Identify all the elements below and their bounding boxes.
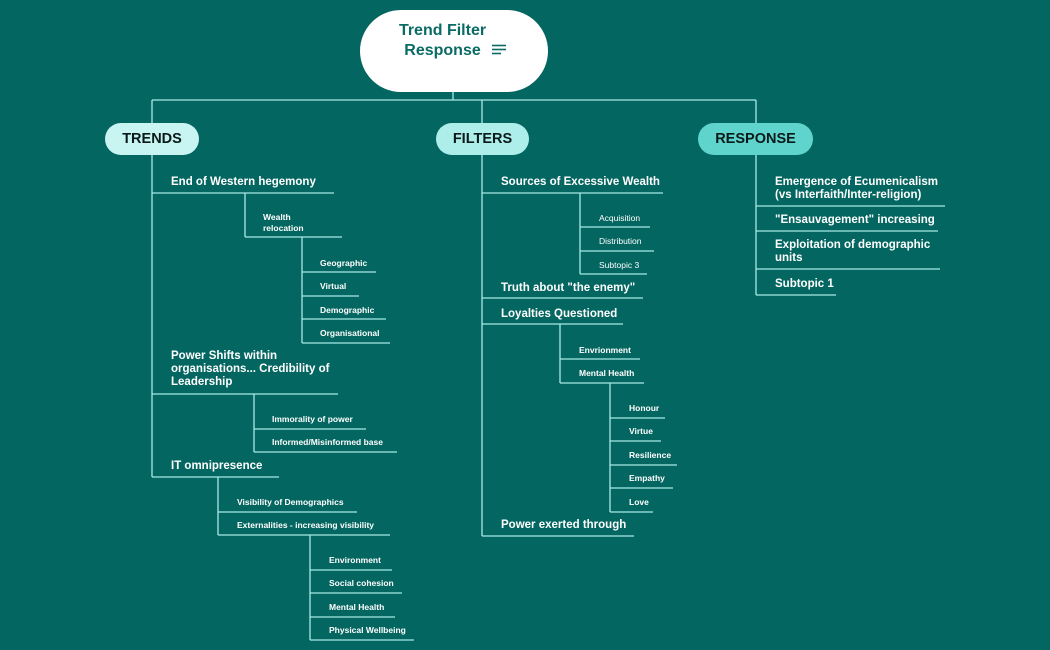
node-organisational[interactable]: Organisational xyxy=(320,328,380,338)
node-mental-health-filters[interactable]: Mental Health xyxy=(579,368,635,378)
node-ecumenicalism[interactable]: Emergence of Ecumenicalism (vs Interfait… xyxy=(775,176,938,201)
branch-trends[interactable]: TRENDS xyxy=(105,123,199,155)
root-title: Trend Filter Response xyxy=(398,22,487,59)
root-node[interactable]: Trend Filter Response xyxy=(360,10,548,92)
branch-response[interactable]: RESPONSE xyxy=(698,123,813,155)
node-immorality-of-power[interactable]: Immorality of power xyxy=(272,414,353,424)
node-geographic[interactable]: Geographic xyxy=(320,258,368,268)
menu-lines-icon[interactable] xyxy=(492,44,506,56)
node-ensauvagement[interactable]: "Ensauvagement" increasing xyxy=(775,214,935,226)
node-informed-base[interactable]: Informed/Misinformed base xyxy=(272,437,383,447)
branch-filters[interactable]: FILTERS xyxy=(436,123,529,155)
node-end-western-hegemony[interactable]: End of Western hegemony xyxy=(171,176,316,188)
node-demographic[interactable]: Demographic xyxy=(320,305,375,315)
node-power-exerted[interactable]: Power exerted through xyxy=(501,519,627,531)
node-social-cohesion[interactable]: Social cohesion xyxy=(329,578,394,588)
node-sources-excessive-wealth[interactable]: Sources of Excessive Wealth xyxy=(501,176,660,188)
node-honour[interactable]: Honour xyxy=(629,403,660,413)
node-exploitation[interactable]: Exploitation of demographic units xyxy=(775,239,931,264)
node-subtopic-1[interactable]: Subtopic 1 xyxy=(775,278,834,290)
node-mental-health-trends[interactable]: Mental Health xyxy=(329,602,385,612)
node-resilience[interactable]: Resilience xyxy=(629,450,672,460)
node-envrionment[interactable]: Envrionment xyxy=(579,345,631,355)
node-visibility-demographics[interactable]: Visibility of Demographics xyxy=(237,497,344,507)
node-environment[interactable]: Environment xyxy=(329,555,381,565)
node-power-shifts[interactable]: Power Shifts within organisations... Cre… xyxy=(171,350,330,388)
node-acquisition[interactable]: Acquisition xyxy=(599,213,641,223)
node-subtopic-3[interactable]: Subtopic 3 xyxy=(599,260,640,270)
node-truth-enemy[interactable]: Truth about "the enemy" xyxy=(501,282,636,294)
node-physical-wellbeing[interactable]: Physical Wellbeing xyxy=(329,625,406,635)
node-distribution[interactable]: Distribution xyxy=(599,236,642,246)
node-virtue[interactable]: Virtue xyxy=(629,426,653,436)
node-virtual[interactable]: Virtual xyxy=(320,281,347,291)
node-externalities[interactable]: Externalities - increasing visibility xyxy=(237,520,374,530)
node-loyalties-questioned[interactable]: Loyalties Questioned xyxy=(501,308,618,320)
node-wealth-relocation[interactable]: Wealth relocation xyxy=(263,212,304,233)
node-it-omnipresence[interactable]: IT omnipresence xyxy=(171,460,263,472)
node-empathy[interactable]: Empathy xyxy=(629,473,665,483)
node-love[interactable]: Love xyxy=(629,497,649,507)
